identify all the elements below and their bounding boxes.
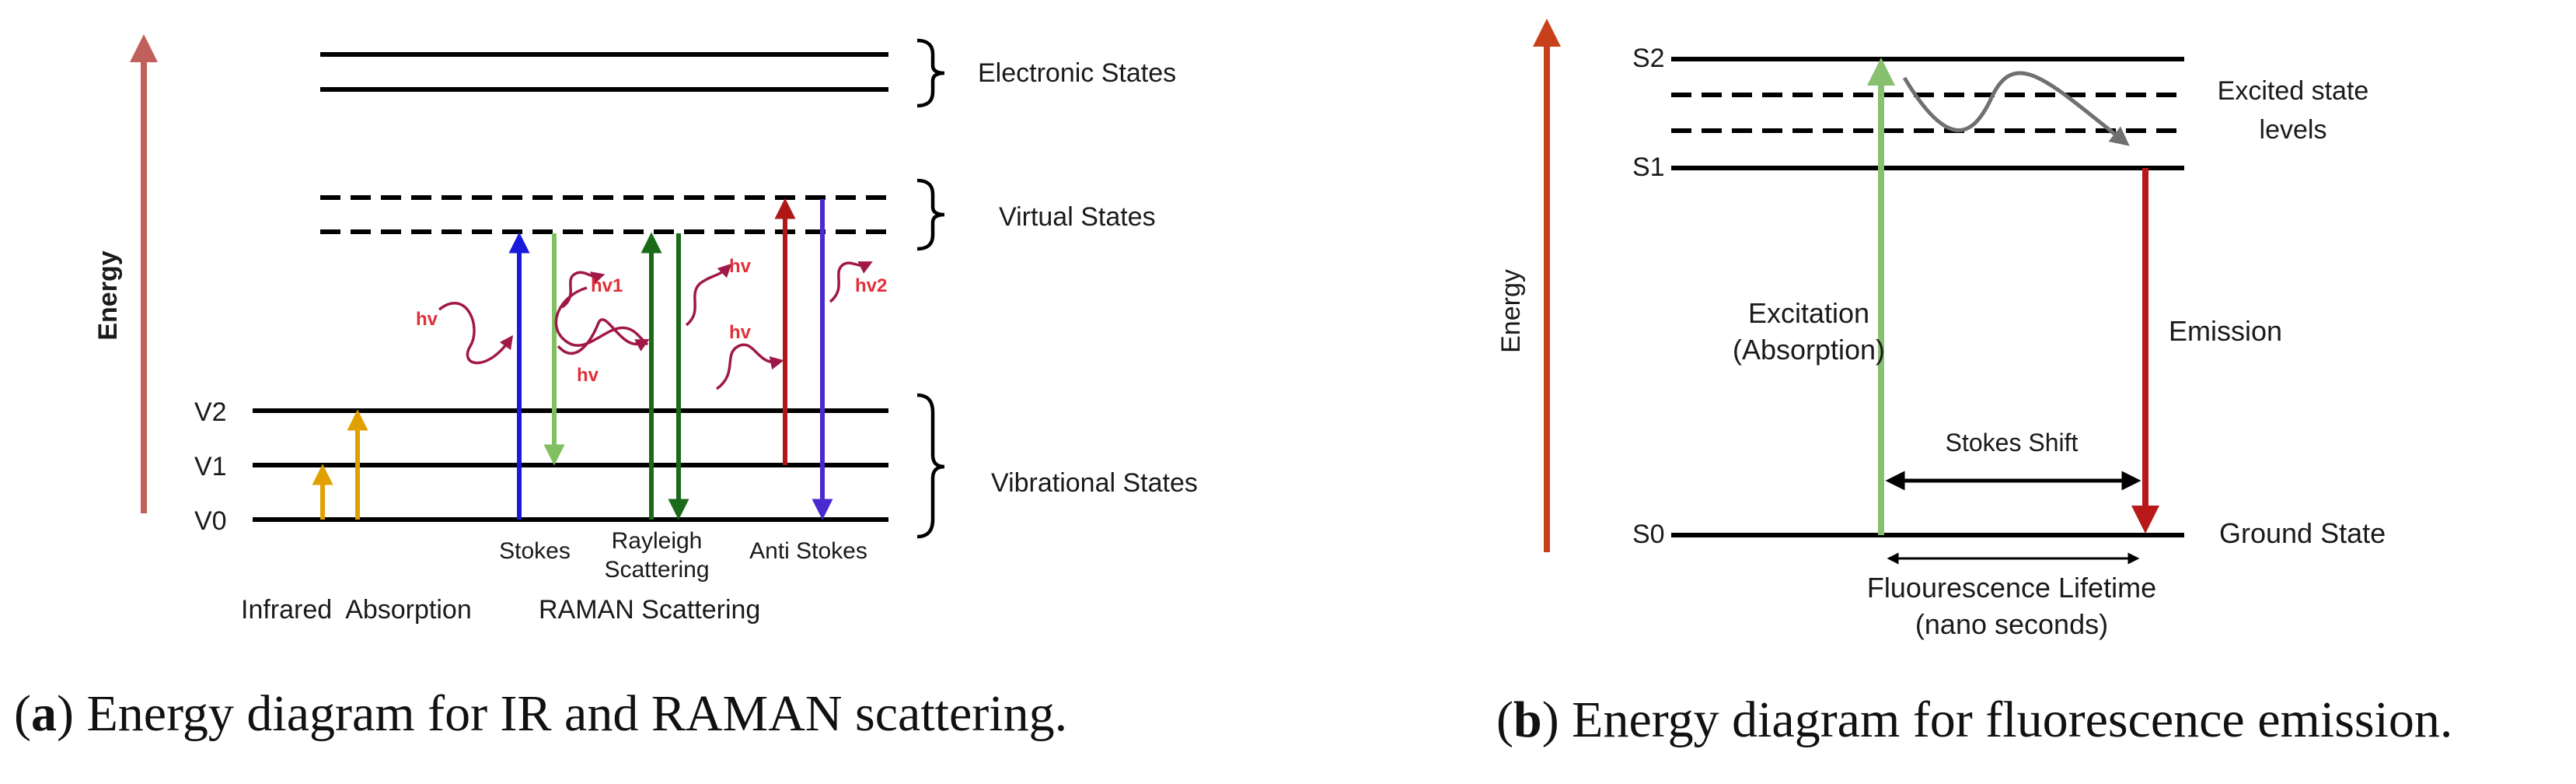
rayleigh-label-line2: Scattering <box>604 557 709 583</box>
rayleigh-label-line1: Rayleigh <box>612 528 703 554</box>
virtual-states-brace <box>916 178 945 251</box>
vibrational-states-brace <box>916 393 945 539</box>
panel-b-svg: Energy S2 S1 S0 Excited state levels Exc… <box>1496 19 2386 640</box>
energy-label-b: Energy <box>1496 269 1526 353</box>
photon-wave-stokes-out-arrow <box>557 318 650 355</box>
electronic-states-brace <box>916 38 945 108</box>
photon-label-hv-rayleigh: hv <box>729 256 752 277</box>
ground-state-label: Ground State <box>2219 517 2386 549</box>
excited-state-levels-label-line1: Excited state <box>2218 76 2369 106</box>
level-v1-label: V1 <box>194 452 227 481</box>
panel-a-caption-letter: a <box>30 685 57 742</box>
photon-label-hv-rayleigh-lower: hv <box>577 365 599 386</box>
photon-label-hv1: hv1 <box>591 275 623 296</box>
level-s1-label: S1 <box>1632 152 1665 182</box>
stokes-shift-label: Stokes Shift <box>1946 429 2079 457</box>
photon-wave-stokes-in <box>438 302 514 365</box>
emission-label: Emission <box>2169 315 2282 347</box>
panel-b-caption-letter: b <box>1513 691 1542 748</box>
photon-label-hv-anti: hv <box>729 322 752 343</box>
level-v0-label: V0 <box>194 506 227 536</box>
panel-b-energy-diagram: Energy S2 S1 S0 Excited state levels Exc… <box>1360 0 2576 784</box>
stokes-label: Stokes <box>499 538 571 564</box>
lifetime-label-line2: (nano seconds) <box>1915 608 2108 640</box>
excited-state-levels-label-line2: levels <box>2260 115 2327 145</box>
panel-a-energy-diagram: Energy Electronic States Virtual States … <box>14 34 1198 742</box>
raman-scattering-label: RAMAN Scattering <box>539 595 760 625</box>
panel-a-svg: Energy Electronic States Virtual States … <box>93 34 1198 625</box>
panel-b-caption: (b) Energy diagram for fluorescence emis… <box>1496 691 2453 748</box>
anti-stokes-label: Anti Stokes <box>749 538 867 564</box>
photon-wave-rayleigh-out <box>685 263 732 327</box>
vibrational-relaxation-arrow <box>1902 71 2130 146</box>
vibrational-states-label: Vibrational States <box>991 468 1198 498</box>
infrared-absorption-label: Infrared Absorption <box>241 595 472 625</box>
photon-wave-hv2-out <box>829 261 873 303</box>
excitation-label-line2: (Absorption) <box>1733 334 1885 366</box>
level-v2-label: V2 <box>194 397 227 427</box>
energy-label-a: Energy <box>93 250 123 340</box>
photon-wave-hv1-out <box>560 271 606 309</box>
panel-a-caption: (a) Energy diagram for IR and RAMAN scat… <box>14 685 1068 742</box>
photon-label-hv-stokes: hv <box>416 309 438 330</box>
excitation-label-line1: Excitation <box>1748 297 1869 329</box>
photon-label-hv2: hv2 <box>855 275 887 296</box>
photon-wave-anti-stokes-in <box>715 343 784 390</box>
level-s0-label: S0 <box>1632 520 1665 549</box>
virtual-states-label: Virtual States <box>999 202 1156 232</box>
electronic-states-label: Electronic States <box>978 58 1176 88</box>
lifetime-label-line1: Fluourescence Lifetime <box>1867 572 2156 604</box>
level-s2-label: S2 <box>1632 44 1665 73</box>
